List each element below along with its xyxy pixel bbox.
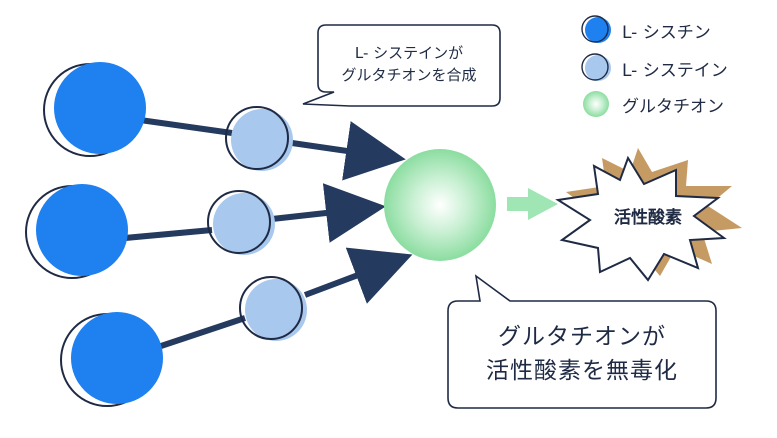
legend-swatch-glutathione	[583, 91, 609, 117]
legend-swatch-cysteine	[581, 53, 611, 81]
arrow-3	[303, 247, 413, 304]
callout-bottom-line-2: 活性酸素を無毒化	[486, 358, 678, 384]
cysteine-molecule-2	[207, 190, 275, 255]
glutathione-molecule	[384, 149, 496, 261]
callout-bottom-bubble	[447, 274, 717, 409]
legend-swatch-cystine	[581, 15, 611, 43]
legend-label-cystine: L- シスチン	[622, 23, 711, 43]
green-arrow	[507, 188, 558, 220]
legend-label-cysteine: L- システイン	[622, 61, 728, 81]
cysteine-molecule-1	[225, 106, 293, 171]
link-line-2	[124, 227, 213, 241]
callout-bottom-line-1: グルタチオンが	[498, 324, 666, 350]
arrow-1	[291, 121, 406, 181]
link-line-3	[154, 315, 246, 351]
callout-top-line-2: グルタチオンを合成	[341, 66, 477, 84]
link-line-1	[139, 117, 233, 136]
callout-bottom-text: グルタチオンが 活性酸素を無毒化	[448, 320, 716, 388]
reactive-oxygen-star	[555, 148, 742, 282]
arrow-2	[271, 183, 386, 243]
callout-top-line-1: L- システインが	[354, 44, 464, 62]
callout-top-text: L- システインが グルタチオンを合成	[318, 42, 500, 86]
callout-top-bubble	[302, 24, 501, 107]
reactive-oxygen-label: 活性酸素	[614, 208, 682, 228]
cysteine-molecule-3	[239, 276, 307, 341]
legend-label-glutathione: グルタチオン	[622, 97, 724, 117]
cystine-molecule-3	[60, 312, 163, 407]
cystine-molecule-2	[25, 184, 128, 279]
cystine-molecule-1	[43, 62, 146, 157]
